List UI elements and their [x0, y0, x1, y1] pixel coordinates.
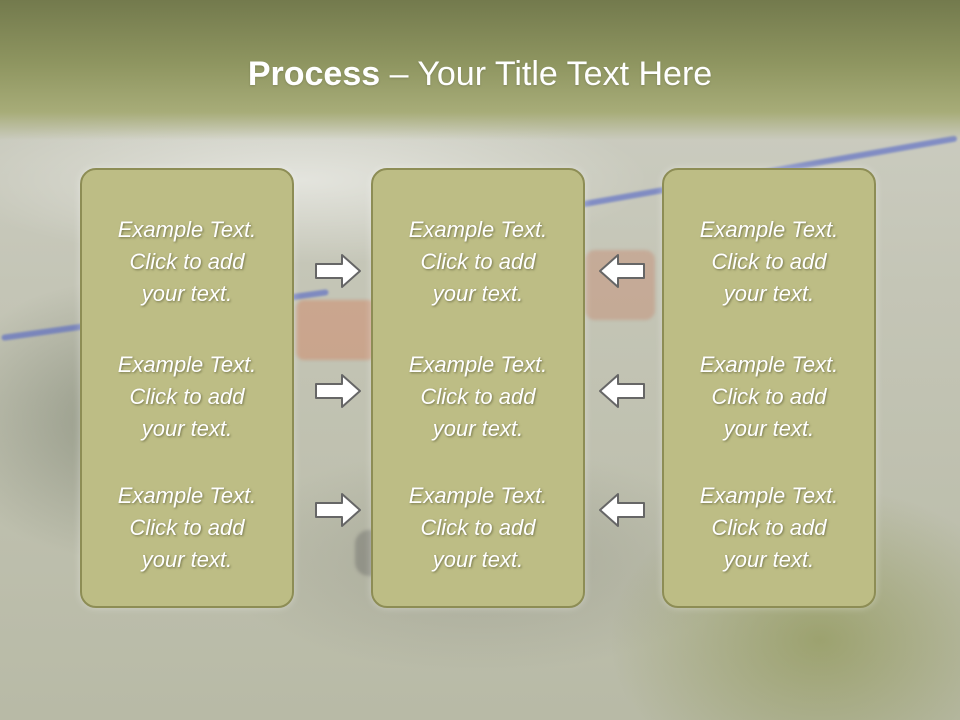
text-line: Click to add — [420, 384, 536, 409]
text-line: Example Text. — [699, 217, 839, 242]
text-block[interactable]: Example Text. Click to add your text. — [82, 214, 292, 310]
text-line: your text. — [141, 416, 233, 441]
text-block[interactable]: Example Text. Click to add your text. — [664, 214, 874, 310]
text-line: your text. — [432, 416, 524, 441]
text-line: Example Text. — [408, 352, 548, 377]
arrow-right-icon — [315, 493, 361, 527]
text-block[interactable]: Example Text. Click to add your text. — [82, 349, 292, 445]
text-line: Click to add — [711, 249, 827, 274]
text-line: Click to add — [129, 384, 245, 409]
text-block[interactable]: Example Text. Click to add your text. — [664, 349, 874, 445]
process-column-right[interactable]: Example Text. Click to add your text. Ex… — [662, 168, 876, 608]
text-line: Example Text. — [117, 483, 257, 508]
text-block[interactable]: Example Text. Click to add your text. — [373, 480, 583, 576]
drone-frame — [585, 250, 655, 320]
text-line: Example Text. — [117, 352, 257, 377]
drone-frame — [296, 300, 376, 360]
text-line: Click to add — [420, 249, 536, 274]
title-band — [0, 0, 960, 140]
process-column-left[interactable]: Example Text. Click to add your text. Ex… — [80, 168, 294, 608]
text-block[interactable]: Example Text. Click to add your text. — [664, 480, 874, 576]
text-block[interactable]: Example Text. Click to add your text. — [82, 480, 292, 576]
text-line: Click to add — [129, 249, 245, 274]
text-line: your text. — [723, 281, 815, 306]
arrow-left-icon — [599, 254, 645, 288]
arrow-left-icon — [599, 493, 645, 527]
text-line: your text. — [432, 281, 524, 306]
text-block[interactable]: Example Text. Click to add your text. — [373, 214, 583, 310]
text-line: your text. — [432, 547, 524, 572]
process-column-center[interactable]: Example Text. Click to add your text. Ex… — [371, 168, 585, 608]
title-rest: – Your Title Text Here — [380, 55, 713, 93]
text-line: your text. — [723, 547, 815, 572]
text-line: Click to add — [129, 515, 245, 540]
text-line: your text. — [723, 416, 815, 441]
text-line: Click to add — [711, 515, 827, 540]
text-line: Example Text. — [699, 483, 839, 508]
text-line: your text. — [141, 281, 233, 306]
slide-title[interactable]: Process – Your Title Text Here — [0, 52, 960, 96]
text-line: Example Text. — [408, 483, 548, 508]
text-line: Click to add — [420, 515, 536, 540]
text-line: your text. — [141, 547, 233, 572]
title-bold: Process — [247, 55, 381, 93]
arrow-right-icon — [315, 254, 361, 288]
text-line: Example Text. — [117, 217, 257, 242]
arrow-right-icon — [315, 374, 361, 408]
arrow-left-icon — [599, 374, 645, 408]
text-block[interactable]: Example Text. Click to add your text. — [373, 349, 583, 445]
text-line: Example Text. — [408, 217, 548, 242]
text-line: Click to add — [711, 384, 827, 409]
text-line: Example Text. — [699, 352, 839, 377]
